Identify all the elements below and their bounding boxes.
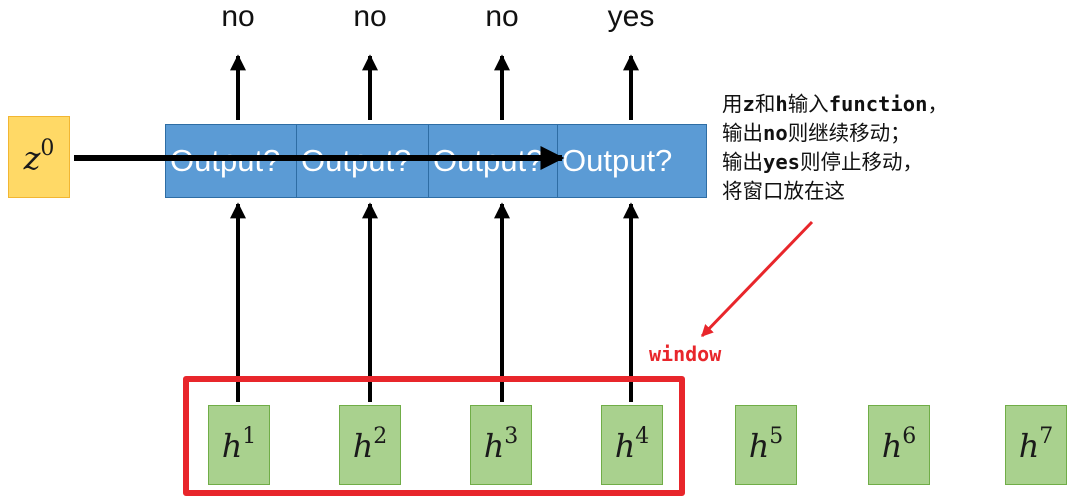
- hidden-superscript: 7: [1039, 424, 1054, 449]
- hidden-superscript: 3: [504, 424, 519, 449]
- note-line-4: 将窗口放在这: [722, 179, 845, 203]
- window-label: window: [649, 342, 722, 366]
- output-box-4: Output?: [557, 124, 707, 198]
- explanation-note: 用z和h输入function， 输出no则继续移动； 输出yes则停止移动， 将…: [722, 90, 1072, 206]
- answer-2: no: [353, 0, 387, 33]
- note-code: function: [828, 92, 928, 116]
- pointer-arrow: [700, 220, 814, 338]
- hidden-symbol: h: [483, 427, 505, 465]
- note-code: yes: [763, 150, 801, 174]
- note-code: z: [742, 92, 755, 116]
- hidden-state-2: h2: [339, 405, 401, 485]
- hidden-symbol: h: [881, 427, 903, 465]
- hidden-state-1: h1: [208, 405, 270, 485]
- hidden-superscript: 2: [373, 424, 388, 449]
- note-line-2: 输出no则继续移动；: [722, 119, 1072, 148]
- note-code: no: [763, 121, 788, 145]
- note-text: 用: [722, 92, 743, 116]
- note-text: 和: [754, 92, 776, 116]
- hidden-state-4: h4: [601, 405, 663, 485]
- note-text: 输入: [787, 92, 829, 116]
- hidden-symbol: h: [1018, 427, 1040, 465]
- hidden-superscript: 4: [635, 424, 650, 449]
- answer-3: no: [485, 0, 519, 33]
- hidden-symbol: h: [748, 427, 770, 465]
- hidden-symbol: h: [221, 427, 243, 465]
- note-text: 则停止移动，: [800, 150, 924, 174]
- answer-1: no: [221, 0, 255, 33]
- answer-4: yes: [607, 0, 655, 33]
- note-line-3: 输出yes则停止移动，: [722, 148, 1072, 177]
- hidden-symbol: h: [614, 427, 636, 465]
- hidden-state-7: h7: [1005, 405, 1067, 485]
- query-vector: z0: [8, 116, 70, 198]
- note-text: ，: [927, 92, 948, 116]
- hidden-state-3: h3: [470, 405, 532, 485]
- window-frame: [183, 376, 685, 496]
- query-symbol: z: [23, 139, 41, 177]
- hidden-superscript: 5: [769, 424, 784, 449]
- hidden-state-6: h6: [868, 405, 930, 485]
- note-code: h: [775, 92, 788, 116]
- note-text: 输出: [722, 150, 763, 174]
- query-superscript: 0: [40, 136, 55, 161]
- note-text: 输出: [722, 121, 763, 145]
- note-text: 则继续移动；: [787, 121, 911, 145]
- hidden-superscript: 6: [902, 424, 917, 449]
- hidden-superscript: 1: [242, 424, 257, 449]
- note-line-1: 用z和h输入function，: [722, 90, 1072, 119]
- hidden-symbol: h: [352, 427, 374, 465]
- hidden-state-5: h5: [735, 405, 797, 485]
